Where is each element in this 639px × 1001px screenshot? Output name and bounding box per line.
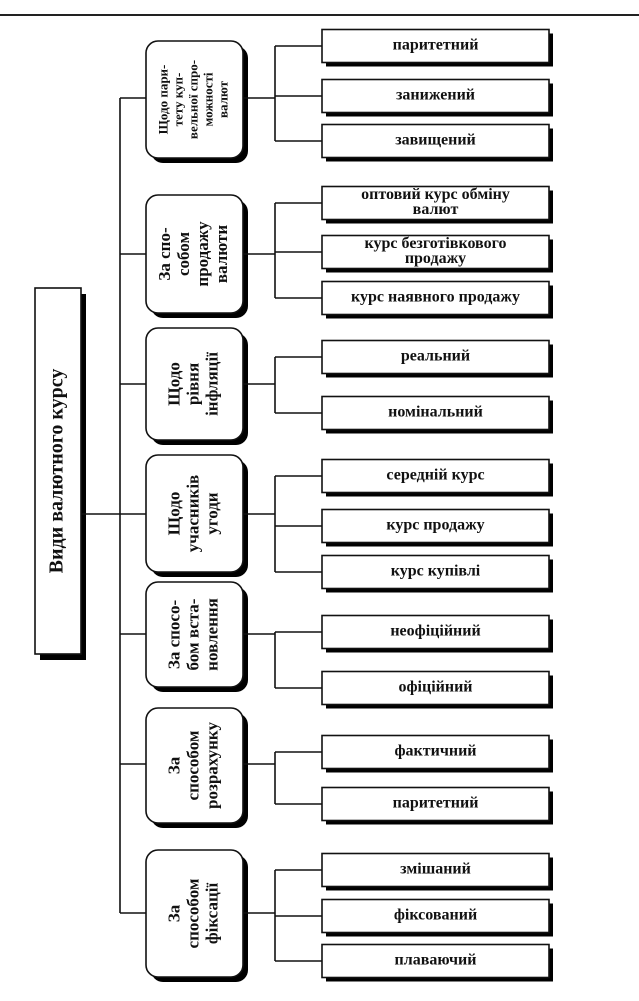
root-box [34, 287, 82, 655]
category-label-line: способом [183, 878, 202, 948]
item-box [321, 458, 550, 494]
category-label-line: інфляції [202, 352, 221, 416]
item-label: офіційний [398, 679, 472, 696]
item-label: середній курс [386, 467, 484, 484]
item-label: плаваючий [395, 952, 477, 969]
category-label-line: учасників [183, 475, 202, 552]
item-box [321, 943, 550, 979]
item-box [321, 78, 550, 114]
item-box [321, 28, 550, 64]
root-title: Види валютного курсу [46, 369, 68, 574]
item-label: реальний [401, 348, 470, 365]
category-label-line: можності [200, 72, 215, 126]
item-box [321, 508, 550, 544]
category-label-line: За [164, 756, 183, 774]
item-box [321, 185, 550, 221]
item-box [321, 123, 550, 159]
category-label-line: угоди [202, 492, 221, 534]
item-label: завищений [395, 132, 476, 149]
item-box [321, 339, 550, 375]
item-box [321, 734, 550, 770]
item-label: неофіційний [390, 623, 480, 640]
category-label-line: тету куп- [170, 73, 185, 127]
item-label: змішаний [400, 861, 471, 878]
item-label: курс купівлі [391, 563, 481, 580]
item-label: паритетний [393, 37, 479, 54]
category-box [145, 40, 244, 159]
category-label-line: За [164, 904, 183, 922]
category-label-line: За спо- [155, 227, 174, 281]
category-label-line: Щодо пари- [155, 65, 170, 135]
item-box [321, 898, 550, 934]
category-label-line: способом [183, 730, 202, 800]
category-label-line: Щодо [164, 362, 183, 406]
item-label: фіксований [394, 907, 477, 924]
category-label-line: новлення [202, 598, 221, 671]
category-label-line: бом вста- [183, 598, 202, 670]
item-label: курс продажу [386, 517, 484, 534]
category-label-line: валюти [212, 225, 231, 283]
item-label: фактичний [394, 743, 476, 760]
item-box [321, 554, 550, 590]
category-label: За спосо-бом вста-новлення [164, 598, 221, 671]
category-label-line: фіксації [202, 883, 221, 945]
item-box [321, 614, 550, 650]
category-label-line: Щодо [164, 492, 183, 536]
item-label: номінальний [388, 404, 483, 421]
category-label: Щодо пари-тету куп-вельної спро-можності… [155, 60, 230, 139]
category-label-line: собом [174, 232, 193, 276]
category-label-line: розрахунку [202, 722, 221, 809]
item-label: паритетний [393, 795, 479, 812]
item-label: курс наявного продажу [351, 289, 520, 306]
item-box [321, 670, 550, 706]
category-label-line: За спосо- [164, 600, 183, 670]
item-box [321, 280, 550, 316]
category-label-line: продажу [193, 221, 212, 287]
item-label: оптовий курс обміну [361, 186, 510, 203]
category-label-line: рівня [183, 363, 202, 405]
item-box [321, 234, 550, 270]
item-box [321, 395, 550, 431]
item-box [321, 786, 550, 822]
item-label: занижений [396, 87, 475, 104]
item-label: продажу [405, 250, 466, 267]
category-label-line: вельної спро- [185, 60, 200, 139]
item-label: валют [413, 201, 459, 218]
item-box [321, 852, 550, 888]
category-label-line: валют [215, 80, 230, 118]
category-box [145, 707, 244, 824]
top-rule [0, 14, 639, 16]
item-label: курс безготівкового [365, 235, 507, 252]
